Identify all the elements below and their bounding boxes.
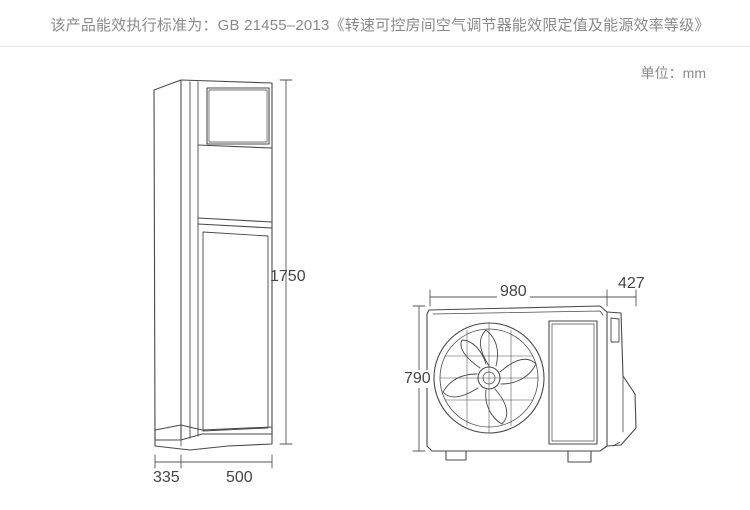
indoor-panel-seam [197, 217, 273, 223]
indoor-unit-drawing [153, 79, 273, 451]
outdoor-foot-right [567, 450, 592, 463]
indoor-base [154, 424, 273, 451]
indoor-dimension-lines [154, 79, 293, 469]
outdoor-side-grille [548, 320, 598, 445]
outdoor-foot-left [445, 450, 467, 461]
fan-hub [477, 366, 501, 390]
indoor-front-panel [180, 79, 273, 441]
outdoor-height-label: 790 [402, 370, 433, 388]
energy-standard-note: 该产品能效执行标准为：GB 21455–2013《转速可控房间空气调节器能效限定… [50, 17, 710, 34]
indoor-height-label: 1750 [270, 268, 306, 285]
outdoor-width-label: 980 [497, 283, 530, 301]
fan-blades [442, 329, 537, 425]
header-divider [0, 46, 750, 47]
outdoor-casing [426, 305, 608, 452]
indoor-lower-door [202, 231, 269, 432]
unit-label: 单位：mm [640, 65, 706, 81]
outdoor-unit-drawing [426, 305, 637, 463]
indoor-side-panel [153, 79, 182, 441]
outdoor-depth-label: 427 [618, 275, 645, 292]
indoor-depth-label: 335 [153, 469, 180, 486]
indoor-width-label: 500 [226, 469, 253, 486]
indoor-display-window [206, 87, 270, 145]
outdoor-side-panel [606, 311, 637, 447]
